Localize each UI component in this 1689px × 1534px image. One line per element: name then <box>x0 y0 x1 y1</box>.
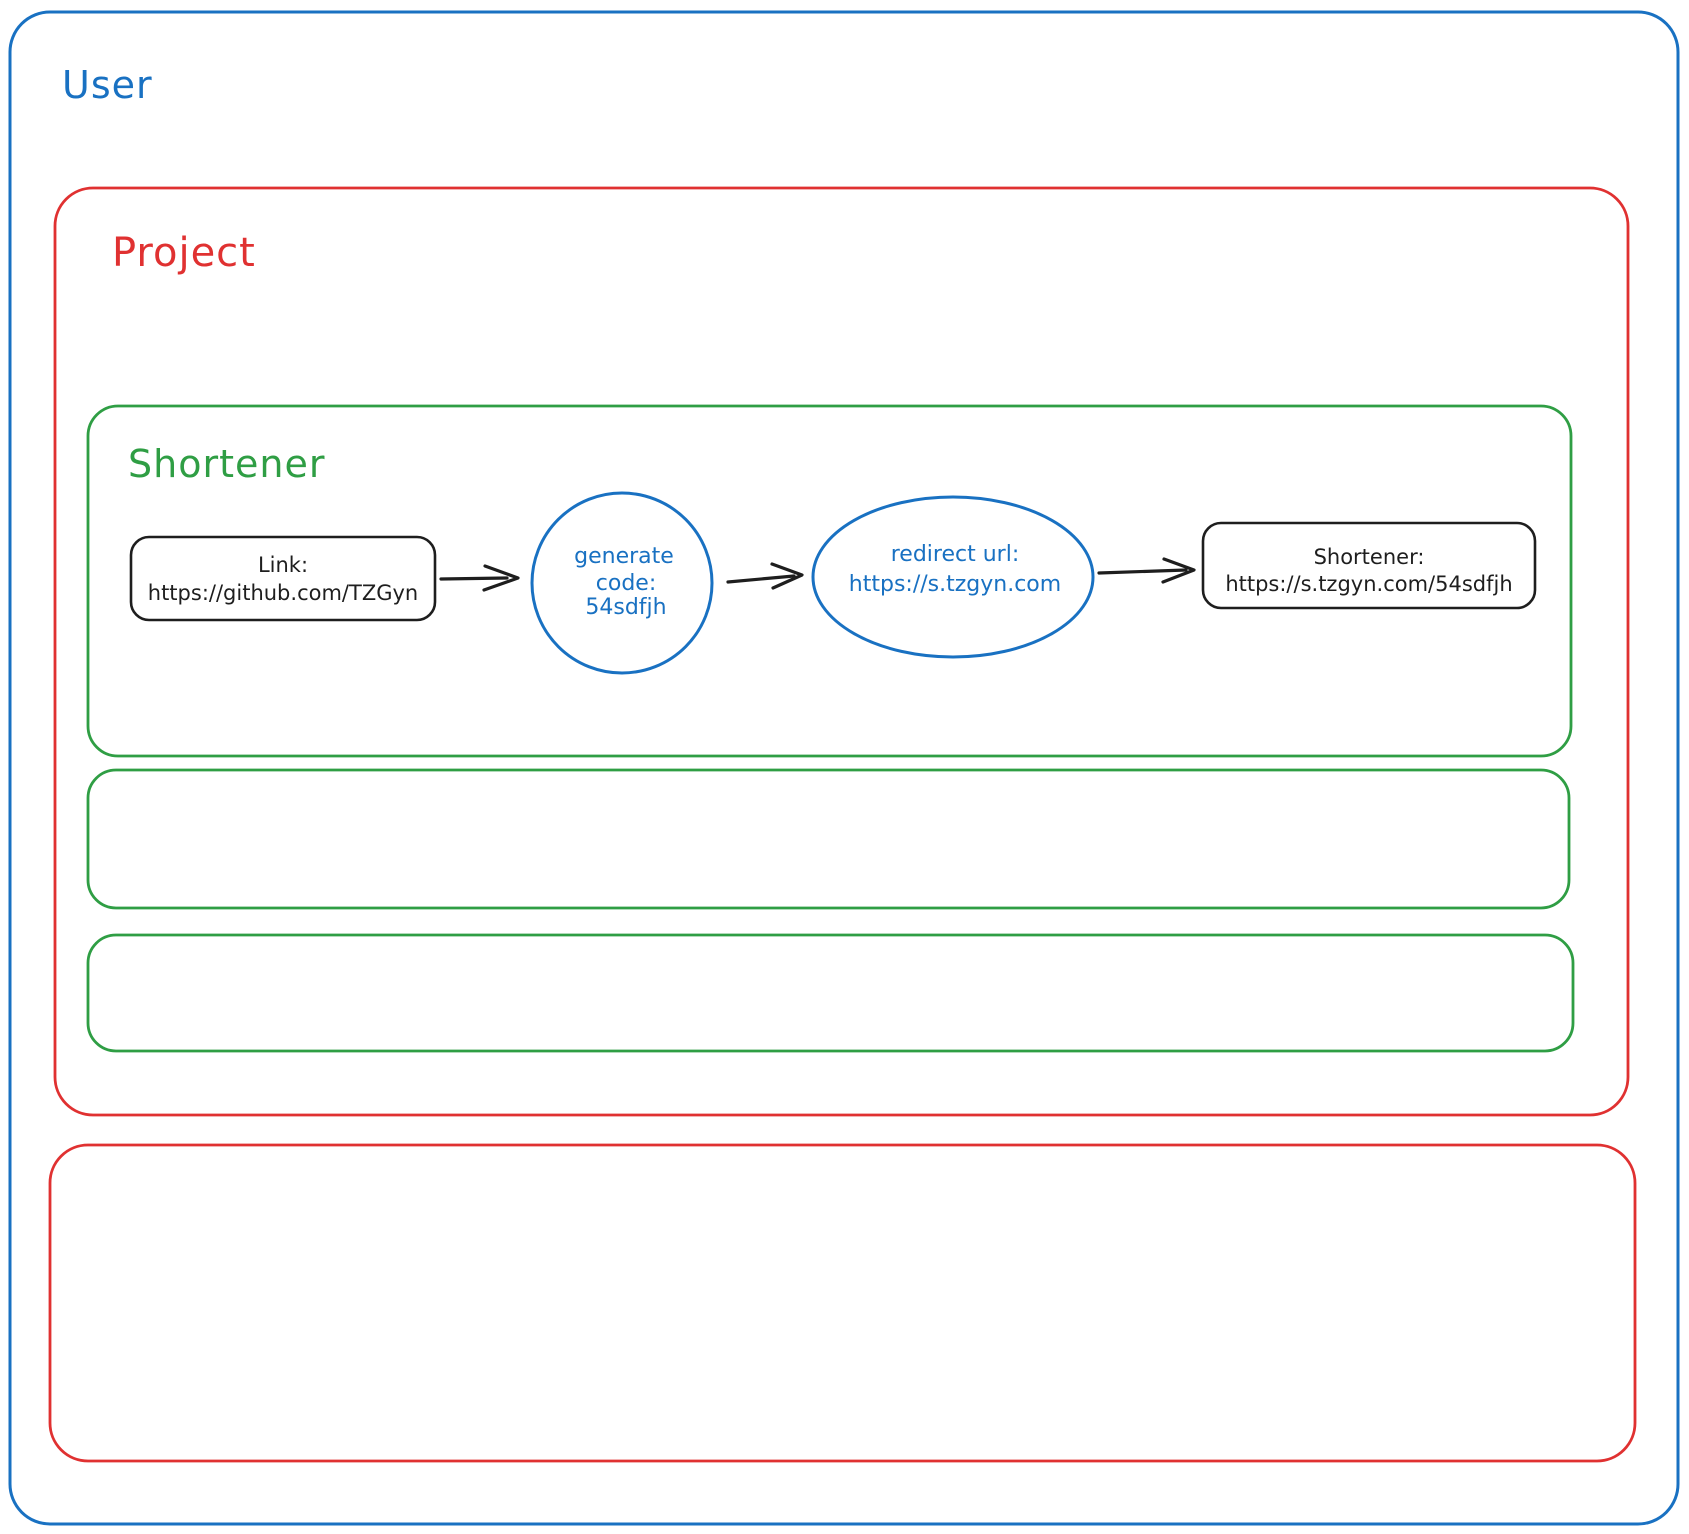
arrow-generate-to-redirect-icon <box>726 562 804 590</box>
shortener-result-line2: https://s.tzgyn.com/54sdfjh <box>1225 572 1512 596</box>
generate-code-circle <box>530 491 714 675</box>
generate-code-line1: generate <box>574 544 674 569</box>
shortener-result-node: Shortener: https://s.tzgyn.com/54sdfjh <box>1201 521 1537 610</box>
redirect-url-node: redirect url: https://s.tzgyn.com <box>811 495 1095 659</box>
shortener-label: Shortener <box>128 442 325 486</box>
link-node-line1: Link: <box>258 553 308 577</box>
link-node: Link: https://github.com/TZGyn <box>129 535 437 622</box>
shortener-result-line1: Shortener: <box>1314 545 1425 569</box>
arrow-link-to-generate-icon <box>439 564 520 592</box>
empty-red-box <box>48 1143 1637 1463</box>
shortener-result-box <box>1201 521 1537 610</box>
user-label: User <box>62 63 153 107</box>
generate-code-node: generate code: 54sdfjh <box>530 491 714 675</box>
user-container-box <box>8 10 1680 1526</box>
empty-green-box-2 <box>86 933 1575 1053</box>
project-label: Project <box>112 230 256 276</box>
redirect-url-line2: https://s.tzgyn.com <box>849 572 1061 597</box>
redirect-url-ellipse <box>811 495 1095 659</box>
link-node-box <box>129 535 437 622</box>
arrow-redirect-to-result-icon <box>1097 557 1196 584</box>
project-container-box <box>53 186 1630 1117</box>
generate-code-line3: 54sdfjh <box>585 595 666 620</box>
redirect-url-line1: redirect url: <box>891 542 1020 567</box>
empty-green-box-1 <box>86 768 1571 910</box>
generate-code-line2: code: <box>596 571 656 596</box>
link-node-line2: https://github.com/TZGyn <box>148 581 418 605</box>
shortener-container-box <box>86 404 1573 758</box>
